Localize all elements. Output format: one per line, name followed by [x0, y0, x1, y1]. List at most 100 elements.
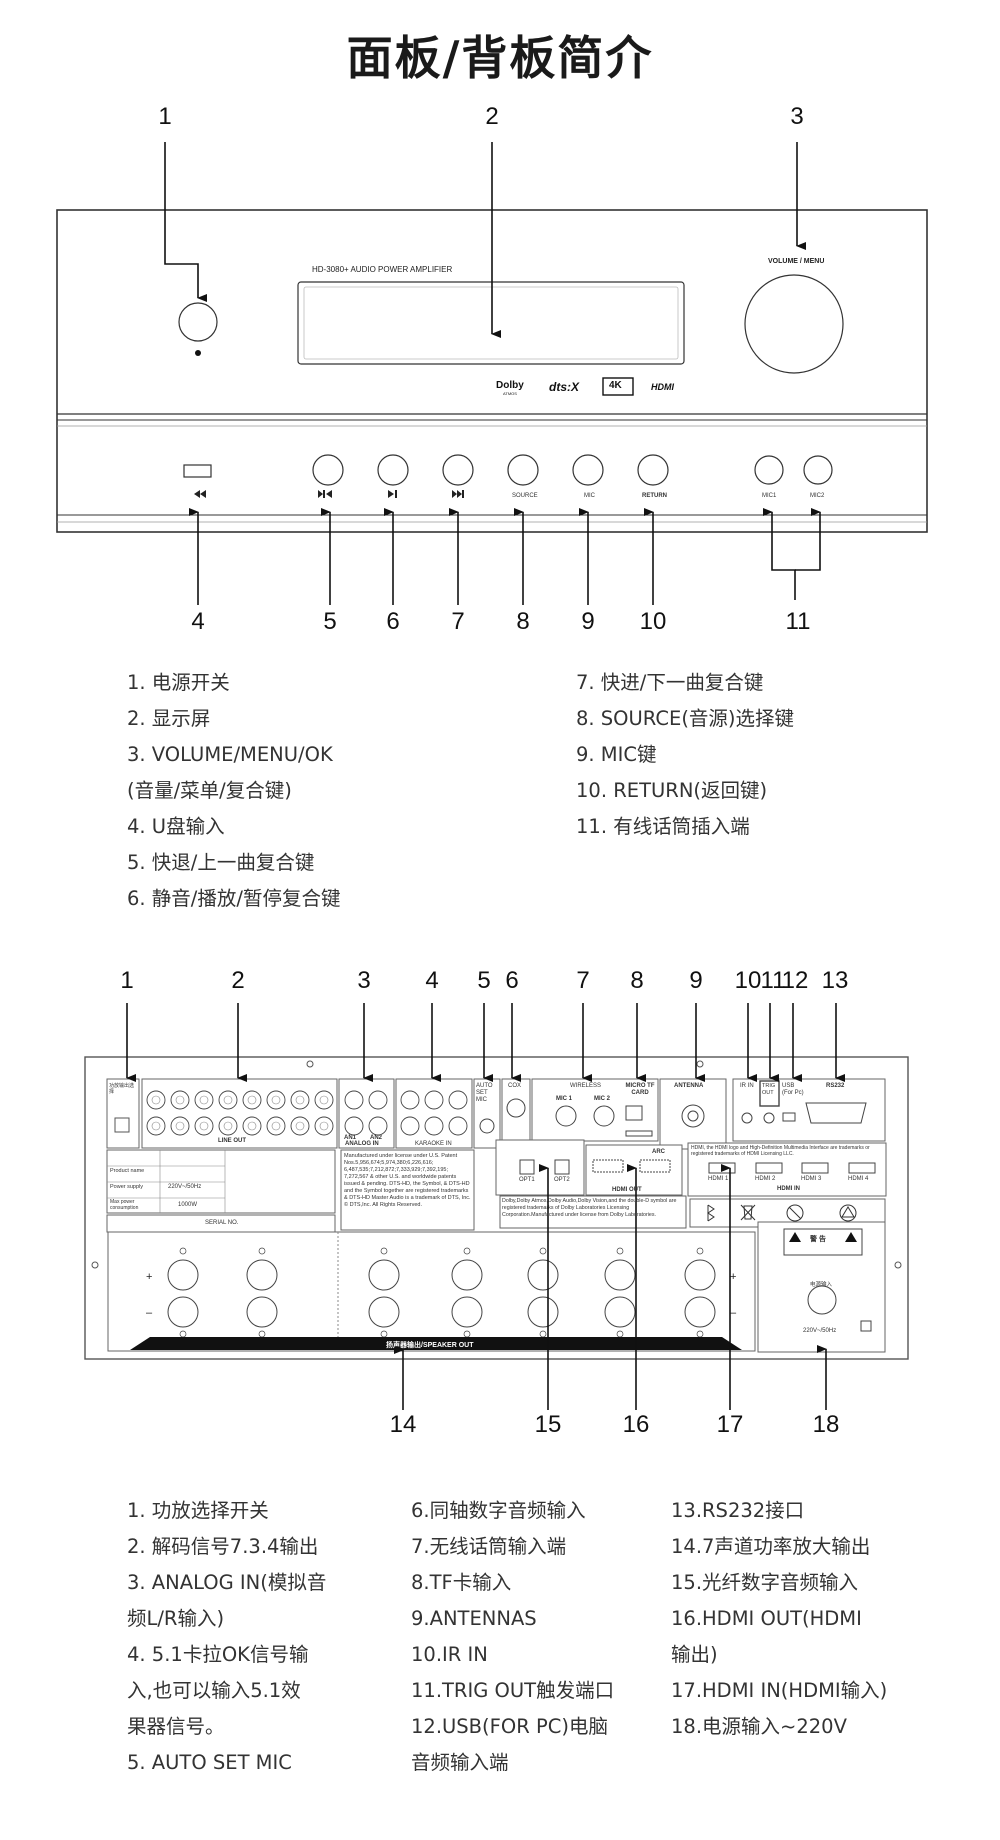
rear-desc-item: 18.电源输入~220V — [671, 1715, 847, 1738]
power-supply-label: Power supply — [110, 1184, 144, 1190]
volume-knob — [744, 274, 844, 374]
hdmi-out-label: HDMI OUT — [612, 1187, 642, 1193]
front-callout-1: 1 — [158, 103, 172, 130]
rear-desc-item: 9.ANTENNAS — [411, 1607, 537, 1630]
rear-callout-15: 15 — [534, 1411, 562, 1438]
rear-callout-7: 7 — [576, 967, 590, 994]
rear-desc-item: 17.HDMI IN(HDMI输入) — [671, 1679, 888, 1702]
rear-callout-4: 4 — [425, 967, 439, 994]
rear-desc-item: 10.IR IN — [411, 1643, 488, 1666]
front-desc-item: 4. U盘输入 — [127, 815, 225, 838]
power-value: 1000W — [178, 1202, 198, 1208]
opt2-label: OPT2 — [554, 1177, 570, 1183]
arc-label: ARC — [652, 1149, 665, 1155]
return-label: RETURN — [642, 493, 667, 499]
hdmi-logo: HDMI — [651, 382, 674, 392]
rear-callout-14: 14 — [389, 1411, 417, 1438]
front-desc-item: 1. 电源开关 — [127, 671, 230, 694]
rear-desc-item: 4. 5.1卡拉OK信号输 — [127, 1643, 309, 1666]
front-desc-item: 3. VOLUME/MENU/OK — [127, 743, 333, 766]
rear-callout-12: 12 — [781, 967, 809, 994]
serial-label: SERIAL NO. — [205, 1220, 239, 1226]
rear-callout-11: 11 — [760, 967, 786, 994]
mic2-label: MIC2 — [810, 493, 825, 499]
rear-desc-item: 15.光纤数字音频输入 — [671, 1571, 859, 1594]
rear-desc-col1: 1. 功放选择开关 2. 解码信号7.3.4输出 3. ANALOG IN(模拟… — [127, 1493, 326, 1781]
svg-text:+: + — [146, 1271, 152, 1283]
front-desc-item: 2. 显示屏 — [127, 707, 211, 730]
front-desc-right: 7. 快进/下一曲复合键 8. SOURCE(音源)选择键 9. MIC键 10… — [576, 665, 794, 845]
rear-desc-item: 入,也可以输入5.1效 — [127, 1679, 301, 1702]
front-desc-item: 7. 快进/下一曲复合键 — [576, 671, 764, 694]
model-label: HD-3080+ AUDIO POWER AMPLIFIER — [312, 265, 453, 274]
front-desc-item: 5. 快退/上一曲复合键 — [127, 851, 315, 874]
rear-desc-col3: 13.RS232接口 14.7声道功率放大输出 15.光纤数字音频输入 16.H… — [671, 1493, 887, 1745]
amp-select-label: 功放输出选择 — [109, 1083, 135, 1095]
front-desc-item: 8. SOURCE(音源)选择键 — [576, 707, 795, 730]
coax-label: COX — [508, 1083, 522, 1089]
rear-desc-item: 7.无线话筒输入端 — [411, 1535, 567, 1558]
front-panel-drawing — [56, 142, 928, 605]
front-callout-10: 10 — [639, 608, 667, 635]
analog-in-label: ANALOG IN — [345, 1141, 379, 1147]
hdmi-in-label: HDMI IN — [777, 1186, 800, 1192]
front-callout-11: 11 — [785, 608, 811, 635]
front-desc-item: 6. 静音/播放/暂停复合键 — [127, 887, 341, 910]
display-screen — [297, 281, 685, 365]
micro-tf-label: MICRO TF CARD — [625, 1083, 655, 1096]
license-text: Manufactured under license under U.S. Pa… — [344, 1153, 471, 1208]
an2-label: AN2 — [370, 1135, 383, 1141]
front-callout-2: 2 — [485, 103, 499, 130]
ir-in-label: IR IN — [740, 1083, 754, 1089]
hdmi1-label: HDMI 1 — [708, 1176, 729, 1182]
mic1-label: MIC1 — [762, 493, 777, 499]
front-desc-item: (音量/菜单/复合键) — [127, 779, 292, 802]
usb-port — [183, 464, 212, 478]
rear-callout-13: 13 — [821, 967, 849, 994]
rear-desc-item: 5. AUTO SET MIC — [127, 1751, 292, 1774]
max-power-label: Max power consumption — [110, 1199, 139, 1211]
hdmi4-label: HDMI 4 — [848, 1176, 869, 1182]
auto-set-mic-label: AUTO SET MIC — [476, 1083, 493, 1103]
rear-callout-9: 9 — [689, 967, 703, 994]
4k-logo: 4K — [609, 380, 622, 391]
rear-callout-6: 6 — [505, 967, 519, 994]
rear-desc-item: 8.TF卡输入 — [411, 1571, 512, 1594]
svg-text:+: + — [730, 1271, 736, 1283]
power-in-label: 电源输入 — [810, 1282, 833, 1288]
rear-panel-drawing: + – + – — [84, 1003, 909, 1410]
rear-desc-col2: 6.同轴数字音频输入 7.无线话筒输入端 8.TF卡输入 9.ANTENNAS … — [411, 1493, 614, 1781]
rear-desc-item: 音频输入端 — [411, 1751, 509, 1774]
front-callout-7: 7 — [451, 608, 465, 635]
front-callout-5: 5 — [323, 608, 337, 635]
speaker-out-label: 扬声器输出/SPEAKER OUT — [386, 1342, 474, 1349]
rear-callout-10: 10 — [734, 967, 762, 994]
power-button — [178, 302, 218, 342]
front-callout-3: 3 — [790, 103, 804, 130]
rear-desc-item: 果器信号。 — [127, 1715, 225, 1738]
front-desc-left: 1. 电源开关 2. 显示屏 3. VOLUME/MENU/OK (音量/菜单/… — [127, 665, 340, 917]
antenna-label: ANTENNA — [674, 1083, 704, 1089]
front-desc-item: 10. RETURN(返回键) — [576, 779, 768, 802]
hdmi3-label: HDMI 3 — [801, 1176, 822, 1182]
front-callout-9: 9 — [581, 608, 595, 635]
product-name-label: Product name — [110, 1168, 145, 1174]
rear-desc-item: 14.7声道功率放大输出 — [671, 1535, 871, 1558]
dolby-trademark-text: Dolby,Dolby Atmos,Dolby Audio,Dolby Visi… — [502, 1198, 677, 1218]
power-voltage-label: 220V~/50Hz — [803, 1328, 837, 1334]
rear-callout-2: 2 — [231, 967, 245, 994]
rear-desc-item: 频L/R输入) — [127, 1607, 225, 1630]
power-icon — [195, 350, 201, 356]
rear-desc-item: 3. ANALOG IN(模拟音 — [127, 1571, 327, 1594]
svg-text:–: – — [730, 1307, 737, 1319]
front-callout-8: 8 — [516, 608, 530, 635]
front-desc-item: 9. MIC键 — [576, 743, 657, 766]
wireless-label: WIRELESS — [570, 1083, 602, 1089]
rs232-label: RS232 — [826, 1083, 845, 1089]
rear-desc-item: 输出) — [671, 1643, 718, 1666]
rear-desc-item: 2. 解码信号7.3.4输出 — [127, 1535, 319, 1558]
front-callout-4: 4 — [191, 608, 205, 635]
line-out-label: LINE OUT — [218, 1138, 246, 1144]
dts-logo: dts:X — [549, 380, 579, 394]
warning-label: 警 告 — [810, 1236, 826, 1243]
